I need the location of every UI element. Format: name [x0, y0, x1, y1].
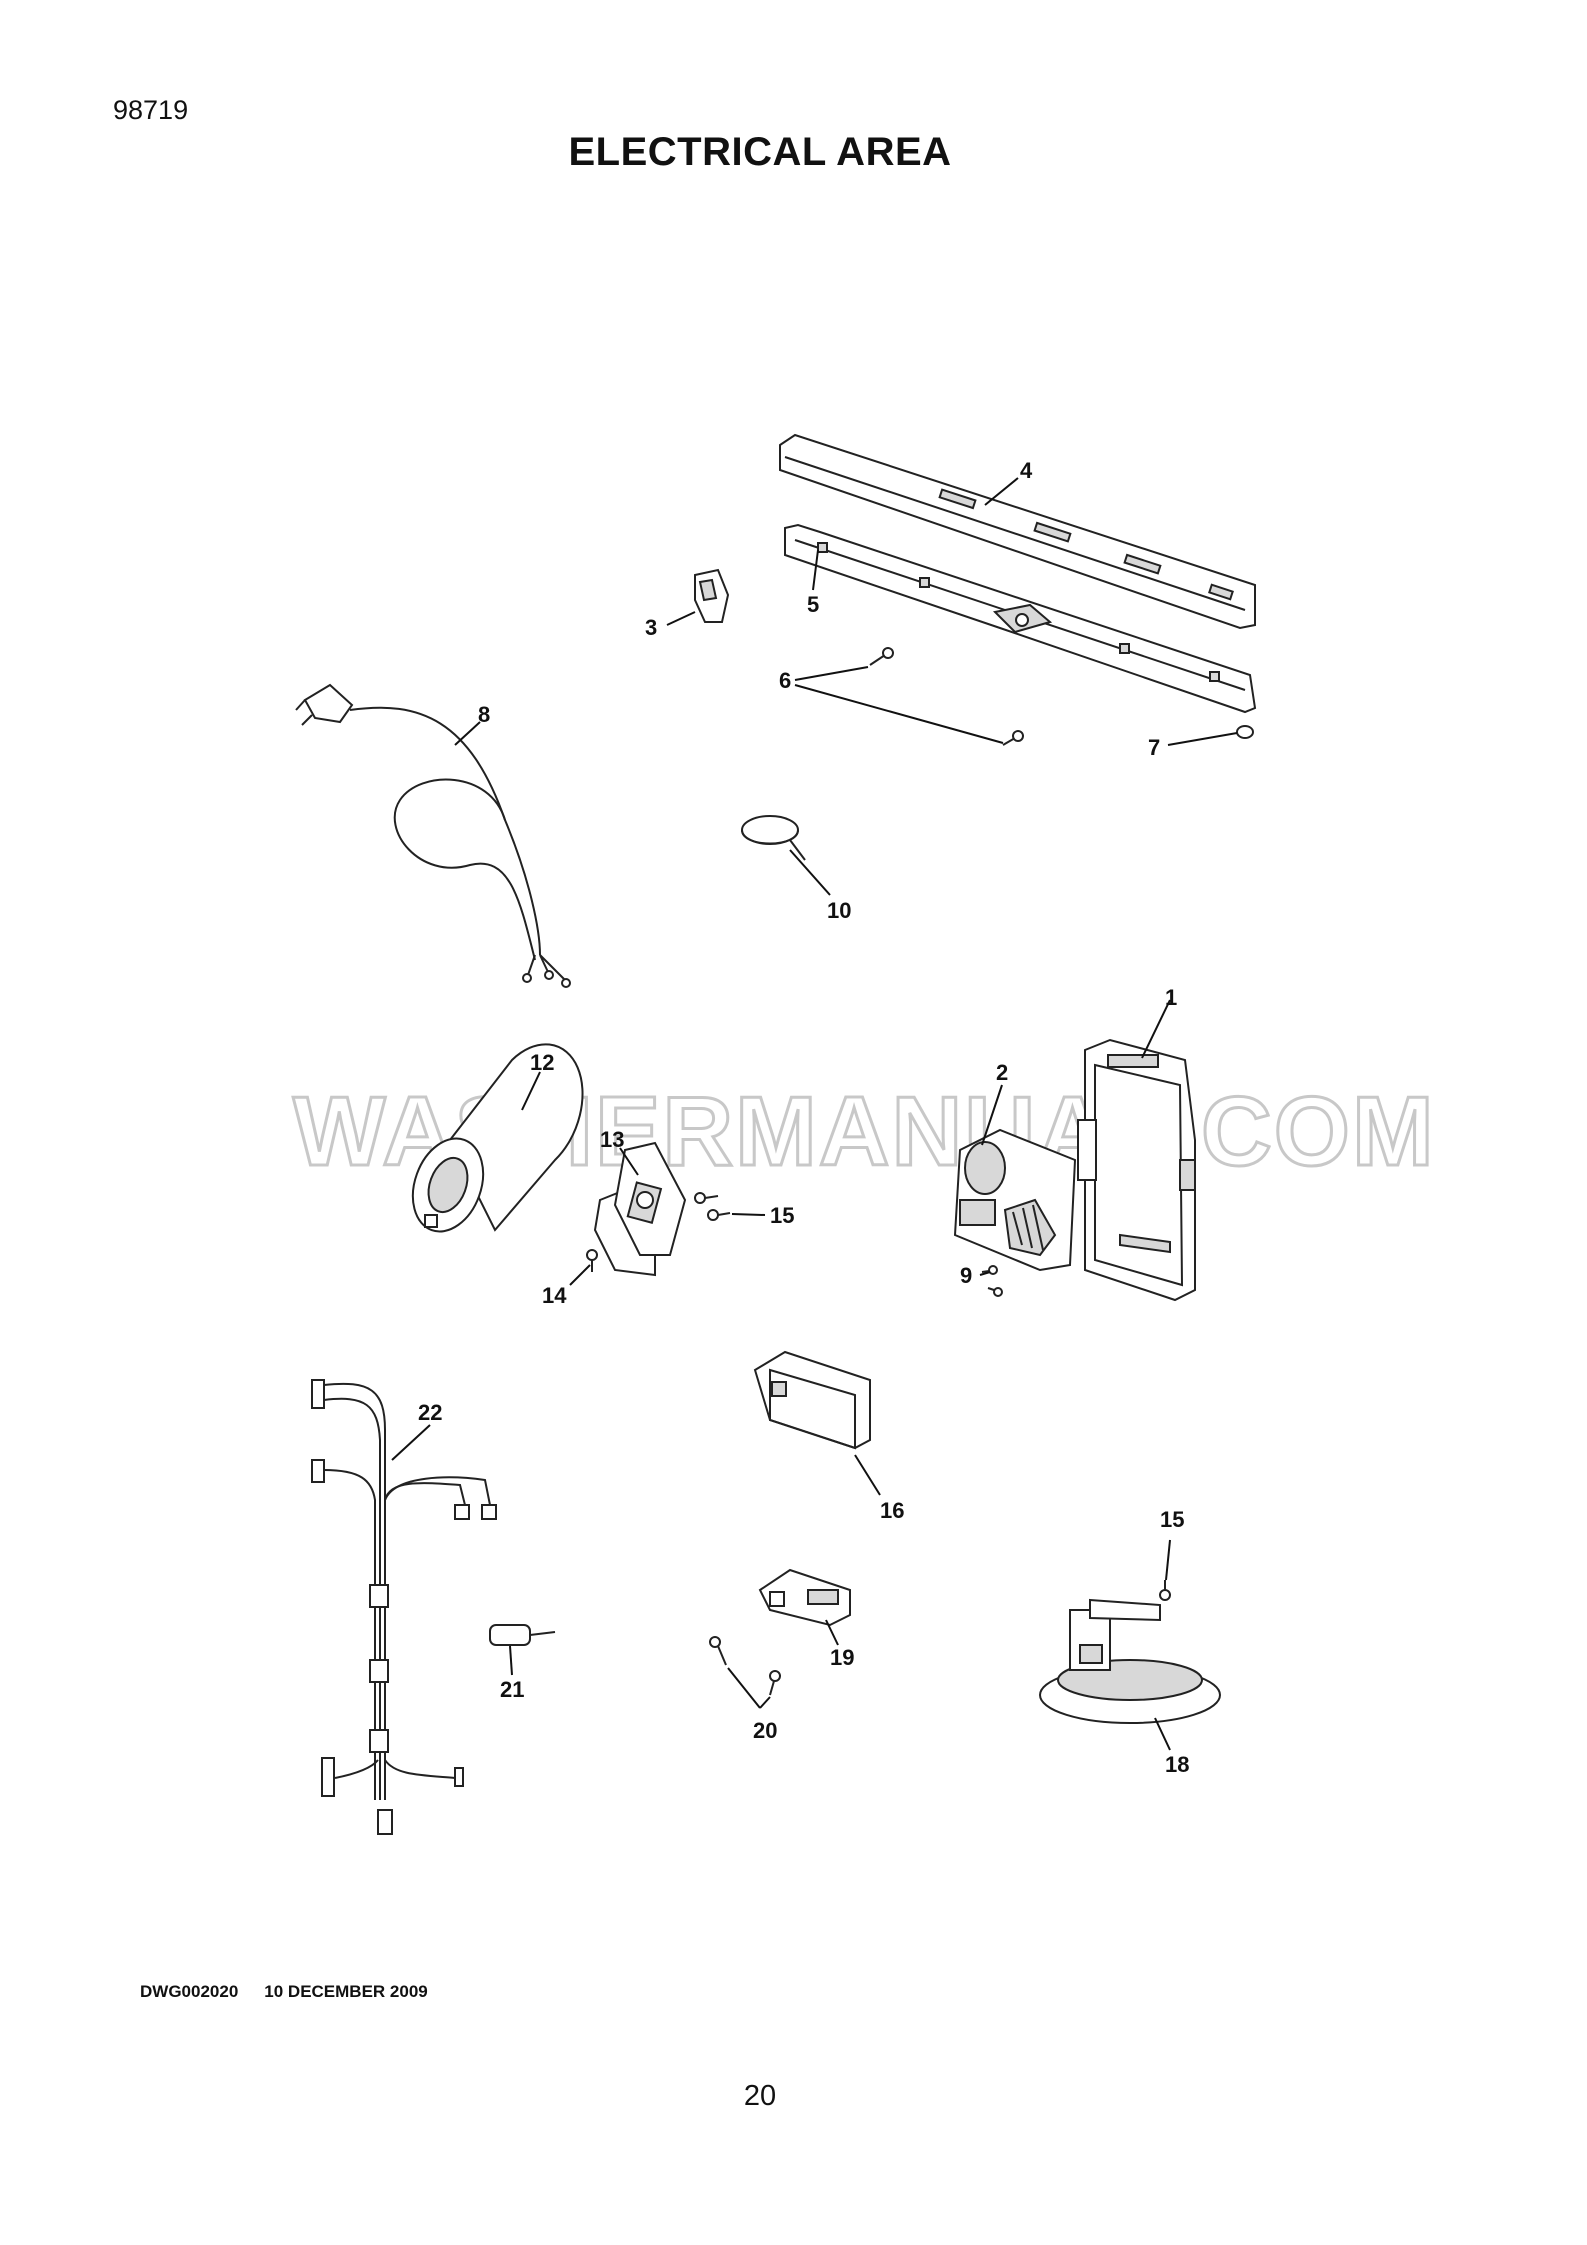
callout-7: 7	[1148, 735, 1160, 760]
callout-labels: 1 2 3 4 5 6 7 8 9 10 12 13 14 15 15 16 1…	[418, 458, 1189, 1777]
part-10-cable-clamp	[741, 815, 806, 861]
callout-2: 2	[996, 1060, 1008, 1085]
callout-15-upper: 15	[770, 1203, 794, 1228]
page-title: ELECTRICAL AREA	[568, 130, 952, 174]
page-number: 20	[743, 2080, 777, 2112]
callout-20: 20	[753, 1718, 777, 1743]
part-20-screws	[709, 1636, 781, 1696]
part-21-sensor	[489, 1624, 556, 1646]
callout-3: 3	[645, 615, 657, 640]
drawing-id: DWG002020	[140, 1982, 239, 2001]
callout-1: 1	[1165, 985, 1177, 1010]
callout-9: 9	[960, 1263, 972, 1288]
part-3-clip	[694, 568, 730, 623]
callout-5: 5	[807, 592, 819, 617]
callout-6: 6	[779, 668, 791, 693]
callout-16: 16	[880, 1498, 904, 1523]
part-4-upper-rail	[779, 433, 1256, 630]
callout-4: 4	[1020, 458, 1033, 483]
document-number: 98719	[113, 95, 189, 125]
part-16-cover-box	[753, 1350, 871, 1450]
callout-22: 22	[418, 1400, 442, 1425]
callout-13: 13	[600, 1127, 624, 1152]
part-19-door-lock	[758, 1568, 851, 1627]
part-12-capacitor	[411, 1043, 584, 1233]
callout-19: 19	[830, 1645, 854, 1670]
leader-lines	[391, 477, 1238, 1751]
part-8-power-cord	[295, 683, 571, 988]
callout-14: 14	[542, 1283, 567, 1308]
part-5-lower-rail	[784, 523, 1257, 714]
callout-10: 10	[827, 898, 851, 923]
part-7-nut	[1236, 725, 1254, 739]
callout-12: 12	[530, 1050, 554, 1075]
part-15-screw-lower	[1159, 1580, 1171, 1601]
part-6-screws	[869, 647, 1024, 746]
drawing-footer: DWG002020 10 DECEMBER 2009	[140, 1982, 428, 2002]
part-18-pressure-switch	[1039, 1598, 1221, 1724]
callout-15-lower: 15	[1160, 1507, 1184, 1532]
part-9-screws	[981, 1265, 1003, 1297]
drawing-date: 10 DECEMBER 2009	[264, 1982, 428, 2001]
callout-8: 8	[478, 702, 490, 727]
callout-21: 21	[500, 1677, 524, 1702]
part-14-screw	[586, 1249, 598, 1272]
part-15-screws-upper	[694, 1192, 731, 1221]
part-1-board-housing	[1077, 1038, 1196, 1302]
part-22-wiring-harness	[311, 1379, 497, 1835]
part-2-control-board	[953, 1128, 1077, 1272]
callout-18: 18	[1165, 1752, 1189, 1777]
part-13-filter-bracket	[593, 1141, 687, 1277]
